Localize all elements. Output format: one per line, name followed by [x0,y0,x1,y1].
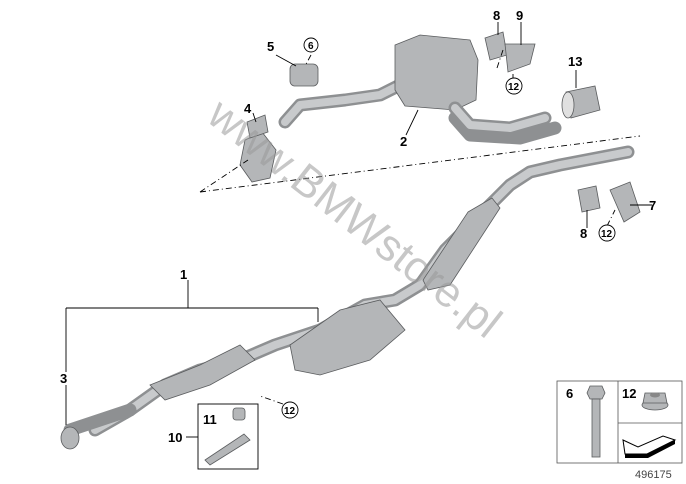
svg-text:12: 12 [508,82,520,93]
bracket-part-7[interactable] [609,181,641,223]
rubber-mount-part-8-right[interactable] [577,185,601,213]
arrow-icon [622,435,677,458]
bracket-part-10-11[interactable] [204,407,251,466]
callout-12-bottom[interactable]: 12 [281,401,299,419]
bracket-part-9[interactable] [504,43,536,73]
front-pipe-assembly[interactable] [63,145,635,437]
rear-silencer[interactable] [278,34,562,145]
callout-3[interactable]: 3 [60,371,67,386]
callout-12-right[interactable]: 12 [598,224,616,242]
callout-7[interactable]: 7 [649,198,656,213]
callout-12-top[interactable]: 12 [505,77,523,95]
rubber-mount-part-8-top[interactable] [484,31,508,61]
clamp-part-3[interactable] [60,426,80,450]
fastener-legend-box: 6 12 [556,380,683,464]
callout-9[interactable]: 9 [516,8,523,23]
svg-text:6: 6 [308,41,314,52]
legend-nut-label: 12 [622,386,636,401]
callout-11[interactable]: 11 [203,412,217,427]
callout-6-circled[interactable]: 6 [303,37,319,53]
legend-bolt-label: 6 [566,386,573,401]
callout-4[interactable]: 4 [244,101,252,116]
callout-10[interactable]: 10 [168,430,182,445]
diagram-number: 496175 [635,469,672,481]
callout-5[interactable]: 5 [267,39,274,54]
callout-2[interactable]: 2 [400,134,407,149]
svg-text:12: 12 [601,229,613,240]
callout-1[interactable]: 1 [180,267,187,282]
callout-8-top[interactable]: 8 [493,8,500,23]
rubber-mount-part-5[interactable] [289,63,319,87]
flange-nut-icon [641,392,669,411]
svg-text:12: 12 [284,406,296,417]
bolt-icon [586,385,606,458]
callout-13[interactable]: 13 [568,54,582,69]
leader-lines [65,22,652,470]
callout-8-right[interactable]: 8 [580,226,587,241]
tailpipe-trim-part-13[interactable] [561,85,601,119]
